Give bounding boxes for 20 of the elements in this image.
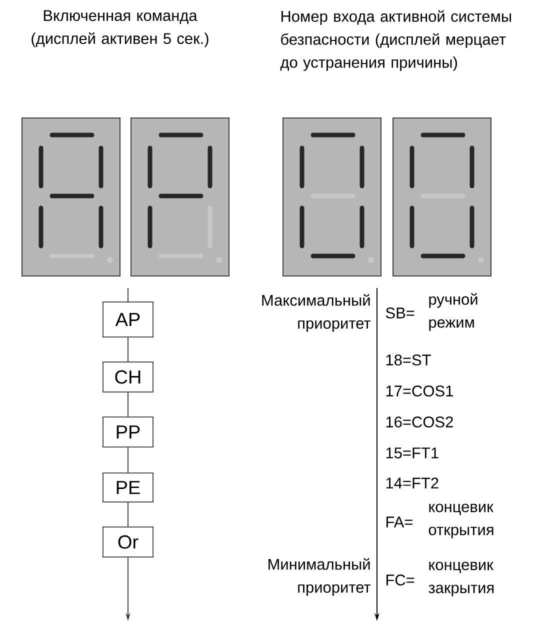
input-description: ручной режим — [429, 293, 478, 331]
heading: Включенная команда (дисплей активен 5 сек.) — [32, 10, 208, 48]
priority-label: Минимальный приоритет — [268, 558, 371, 596]
label-box: PP — [102, 416, 154, 448]
input-code: 15=FT1 — [386, 448, 438, 458]
label-box: Or — [102, 526, 154, 558]
input-code: FA= — [386, 516, 412, 528]
label-box: AP — [102, 302, 154, 338]
input-description: концевик открытия — [428, 504, 494, 538]
input-code: 16=COS2 — [386, 416, 453, 428]
input-description: концевик закрытия — [428, 562, 494, 596]
priority-label: Максимальный приоритет — [262, 294, 371, 332]
label-box: PE — [102, 472, 154, 502]
input-code: 18=ST — [386, 354, 431, 366]
label-box: CH — [102, 362, 154, 392]
heading: Номер входа активной системы безпасности (дисплей мерцает до устранения причины) — [280, 10, 511, 71]
input-code: 14=FT2 — [386, 478, 438, 488]
input-code: FC= — [386, 574, 414, 586]
input-code: 17=COS1 — [386, 386, 453, 396]
input-code: SB= — [386, 308, 414, 318]
